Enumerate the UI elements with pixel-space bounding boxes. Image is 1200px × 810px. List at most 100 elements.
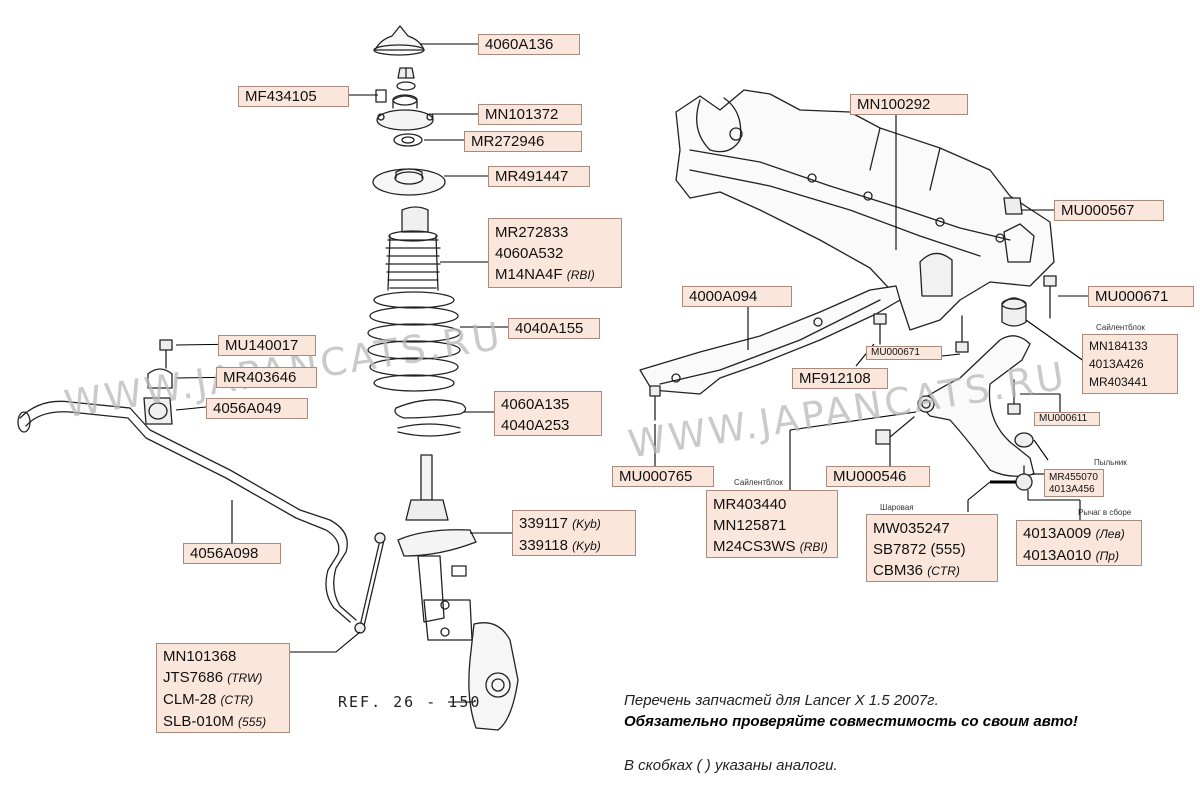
- analog-brand: (CTR): [220, 693, 254, 707]
- analog-brand: (Лев): [1095, 527, 1125, 541]
- part-number: 4013A009: [1023, 525, 1092, 542]
- stay-bracket: [639, 285, 901, 395]
- part-label-ball-joint-boot: MR455070 4013A456: [1044, 469, 1104, 497]
- part-label-strut-nut: MF434105: [238, 86, 349, 107]
- analog-brand: (555): [238, 715, 267, 729]
- part-label-stay-bolt-left: MU000765: [612, 466, 714, 487]
- caption-control-arm: Рычаг в сборе: [1078, 508, 1132, 517]
- part-number: MW035247: [873, 520, 950, 537]
- rear-bushing: [1001, 297, 1027, 327]
- analog-brand: (RBI): [566, 268, 595, 282]
- part-number: MN184133: [1089, 339, 1148, 353]
- analog-brand: (TRW): [227, 671, 263, 685]
- part-number: M24CS3WS: [713, 538, 796, 555]
- part-label-arm-bolt-b: MU000611: [1034, 412, 1100, 426]
- part-label-bearing: MR272946: [464, 131, 582, 152]
- analog-brand: (Пр): [1095, 549, 1119, 563]
- arm-bolt-a: [955, 315, 969, 353]
- analog-brand: (CTR): [927, 564, 960, 578]
- part-label-stabilizer-clamp: MR403646: [216, 367, 317, 388]
- part-label-stabilizer-link: MN101368 JTS7686 (TRW) CLM-28 (CTR) SLB-…: [156, 643, 290, 733]
- part-label-stabilizer-bar: 4056A098: [183, 543, 281, 564]
- strut-bearing: [393, 133, 423, 147]
- subframe-bolt-right: [1043, 275, 1057, 319]
- upper-spring-seat: [372, 168, 446, 196]
- dust-boot: [385, 206, 441, 291]
- note-analogs: В скобках ( ) указаны аналоги.: [624, 757, 838, 774]
- subframe-nut-right: [1003, 197, 1023, 215]
- part-label-spring-seat: MR491447: [488, 166, 590, 187]
- strut-mount-cap: [373, 25, 425, 56]
- caption-rear-bushing: Сайлентблок: [1096, 323, 1145, 332]
- part-number: 4013A456: [1049, 484, 1095, 495]
- part-label-stay-bracket: 4000A094: [682, 286, 792, 307]
- stabilizer-clamp: [147, 368, 173, 389]
- analog-brand: (Kyb): [572, 539, 601, 553]
- stabilizer-bushing: [143, 397, 173, 425]
- part-label-mount-cap: 4060A136: [478, 34, 580, 55]
- arm-bolt-front: [875, 416, 915, 445]
- part-number: MN125871: [713, 517, 787, 534]
- part-number: JTS7686: [163, 669, 224, 686]
- part-number: MR403440: [713, 496, 787, 513]
- part-number: 339118: [519, 537, 568, 554]
- part-number: 4060A532: [495, 245, 564, 262]
- part-number: 339117: [519, 515, 568, 532]
- steering-knuckle: [468, 622, 519, 731]
- strut-top-nut: [396, 67, 416, 91]
- part-number: MR272833: [495, 224, 569, 241]
- stay-bolt-mid: [873, 313, 887, 345]
- part-label-top-mount: MN101372: [478, 104, 582, 125]
- shock-absorber: [397, 454, 477, 641]
- part-number: SLB-010M: [163, 713, 234, 730]
- caption-boot: Пыльник: [1094, 458, 1127, 467]
- strut-top-mount: [375, 89, 434, 131]
- analog-brand: (Kyb): [572, 517, 601, 531]
- part-number: 4060A135: [501, 396, 570, 413]
- caption-front-bushing: Сайлентблок: [734, 478, 783, 487]
- part-number: 4013A426: [1089, 357, 1144, 371]
- lower-control-arm: [917, 335, 1035, 477]
- part-label-ball-joint: MW035247 SB7872 (555) CBM36 (CTR): [866, 514, 998, 582]
- part-number: 4013A010: [1023, 547, 1092, 564]
- part-label-dust-boot: MR272833 4060A532 M14NA4F (RBI): [488, 218, 622, 288]
- part-label-stay-bolt: MF912108: [792, 368, 888, 389]
- part-label-arm-bolt-small: MU000671: [866, 346, 942, 360]
- front-subframe: [675, 89, 1055, 331]
- stay-bolt-left: [649, 385, 661, 421]
- coil-spring: [367, 291, 461, 392]
- part-label-coil-spring: 4040A155: [508, 318, 600, 339]
- lower-spring-pad: [394, 399, 467, 437]
- stabilizer-bar: [17, 400, 357, 623]
- part-number: MR403441: [1089, 375, 1148, 389]
- part-label-control-arm: 4013A009 (Лев) 4013A010 (Пр): [1016, 520, 1142, 566]
- stabilizer-bolt: [159, 339, 173, 369]
- part-number: M14NA4F: [495, 266, 563, 283]
- part-label-subframe-nut: MU000567: [1054, 200, 1164, 221]
- part-number: MN101368: [163, 648, 237, 665]
- caption-ball-joint: Шаровая: [880, 503, 914, 512]
- part-label-front-bushing: MR403440 MN125871 M24CS3WS (RBI): [706, 490, 838, 558]
- part-label-arm-bolt-front: MU000546: [826, 466, 930, 487]
- leader-lines: [175, 43, 1089, 703]
- part-number: CBM36: [873, 562, 924, 579]
- part-label-stabilizer-bushing: 4056A049: [206, 398, 308, 419]
- arm-bolt-b: [1007, 379, 1021, 415]
- part-label-subframe: MN100292: [850, 94, 968, 115]
- analog-brand: (RBI): [799, 540, 828, 554]
- part-label-spring-pad: 4060A135 4040A253: [494, 391, 602, 436]
- ref-label: REF. 26 - 150: [338, 693, 482, 711]
- note-vehicle: Перечень запчастей для Lancer X 1.5 2007…: [624, 692, 939, 709]
- part-label-rear-bushing: MN184133 4013A426 MR403441: [1082, 334, 1178, 394]
- part-label-shock-absorber: 339117 (Kyb) 339118 (Kyb): [512, 510, 636, 556]
- part-number: MR455070: [1049, 472, 1098, 483]
- part-label-stabilizer-bolt: MU140017: [218, 335, 316, 356]
- part-number: SB7872 (555): [873, 541, 966, 558]
- part-number: 4040A253: [501, 417, 570, 434]
- ball-joint-boot: [1014, 432, 1034, 448]
- part-label-subframe-bolt: MU000671: [1088, 286, 1194, 307]
- stabilizer-link: [354, 532, 386, 634]
- part-number: CLM-28: [163, 691, 217, 708]
- note-warning: Обязательно проверяйте совместимость со …: [624, 713, 1078, 730]
